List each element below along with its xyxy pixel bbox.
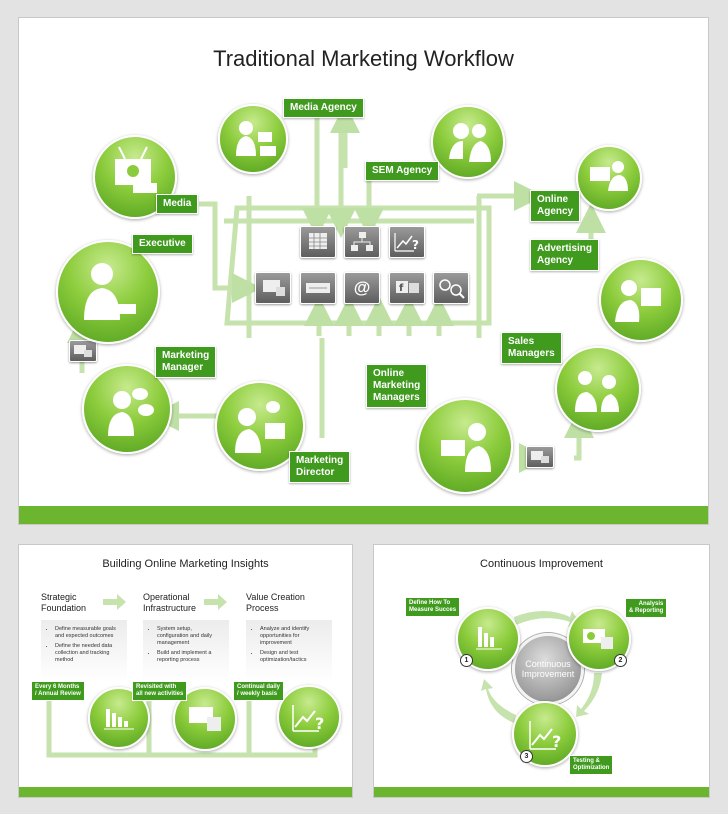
- insights-col-1-bullet: Define measurable goals and expected out…: [55, 626, 121, 640]
- calendar-tile-icon: [300, 226, 336, 258]
- monitor-tile-icon: [255, 272, 291, 304]
- insights-col-3-heading: Value Creation Process: [246, 592, 305, 613]
- svg-text:?: ?: [315, 714, 324, 733]
- insights-monitor-circle: [173, 687, 237, 751]
- insights-col-3-bullet: Design and test optimization/tactics: [260, 650, 326, 664]
- online-agency-label: Online Agency: [530, 190, 581, 222]
- org-chart-tile-icon: [344, 226, 380, 258]
- online-marketing-managers-label: Online Marketing Managers: [366, 364, 428, 408]
- step-1-number: 1: [460, 654, 473, 667]
- improvement-slide: Continuous Improvement Continuous Improv…: [373, 544, 710, 798]
- step-2-circle: [567, 607, 631, 671]
- sem-agency-circle: [431, 105, 505, 179]
- banner-tile-icon: [300, 272, 336, 304]
- sem-agency-label: SEM Agency: [365, 161, 440, 181]
- insights-col-2-tag: Revisited with all new activities: [132, 681, 188, 701]
- svg-text:?: ?: [552, 732, 561, 751]
- insights-slide-title: Building Online Marketing Insights: [102, 558, 269, 570]
- sales-managers-circle: [555, 346, 641, 432]
- insights-col-2-bullet: System setup, configuration and daily ma…: [157, 626, 223, 647]
- online-marketing-managers-circle: [417, 398, 513, 494]
- insights-col-2-box: System setup, configuration and daily ma…: [143, 620, 229, 682]
- step-2-label: Analysis & Reporting: [625, 598, 668, 618]
- media-label: Media: [156, 194, 199, 214]
- insights-col-1-heading: Strategic Foundation: [41, 592, 87, 613]
- insights-chart-circle: [88, 687, 150, 749]
- executive-circle: [56, 240, 160, 344]
- search-yahoo-google-tile-icon: [433, 272, 469, 304]
- insights-col-3-bullet: Analyze and identify opportunities for i…: [260, 626, 326, 647]
- insights-col-1-box: Define measurable goals and expected out…: [41, 620, 127, 682]
- step-2-number: 2: [614, 654, 627, 667]
- social-tile-icon: f: [389, 272, 425, 304]
- marketing-manager-circle: [82, 364, 172, 454]
- media-agency-label: Media Agency: [283, 98, 364, 118]
- marketing-director-label: Marketing Director: [289, 451, 351, 483]
- insights-slide: Building Online Marketing Insights Strat…: [18, 544, 353, 798]
- media-agency-circle: [218, 104, 288, 174]
- step-1-label: Define How To Measure Succes: [405, 597, 461, 617]
- insights-col-1-tag: Every 6 Months / Annual Review: [31, 681, 85, 701]
- improvement-slide-title: Continuous Improvement: [480, 558, 603, 570]
- insights-col-3-tag: Continual daily / weekly basis: [233, 681, 285, 701]
- svg-text:?: ?: [412, 238, 419, 252]
- report-small-tile-icon-2: [526, 446, 554, 468]
- insights-col-2-heading: Operational Infrastructure: [143, 592, 197, 613]
- marketing-manager-label: Marketing Manager: [155, 346, 217, 378]
- advertising-agency-circle: [599, 258, 683, 342]
- online-agency-circle: [576, 145, 642, 211]
- insights-col-2-bullet: Build and implement a reporting process: [157, 650, 223, 664]
- improvement-cycle-arrows: [481, 611, 602, 723]
- slide-footer-bar: [19, 506, 708, 524]
- svg-text:f: f: [399, 283, 404, 294]
- email-at-tile-icon: @: [344, 272, 380, 304]
- insights-col-3-box: Analyze and identify opportunities for i…: [246, 620, 332, 682]
- sales-managers-label: Sales Managers: [501, 332, 562, 364]
- main-slide: Traditional Marketing Workflow: [18, 17, 709, 525]
- insights-col-1-bullet: Define the needed data collection and tr…: [55, 643, 121, 664]
- step-3-label: Testing & Optimization: [569, 755, 614, 775]
- report-small-tile-icon: [69, 340, 97, 362]
- step-3-number: 3: [520, 750, 533, 763]
- improvement-footer-bar: [374, 787, 709, 797]
- trend-question-tile-icon: ?: [389, 226, 425, 258]
- advertising-agency-label: Advertising Agency: [530, 239, 600, 271]
- main-slide-title: Traditional Marketing Workflow: [213, 46, 514, 71]
- insights-footer-bar: [19, 787, 352, 797]
- executive-label: Executive: [132, 234, 193, 254]
- insights-trend-circle: ?: [277, 685, 341, 749]
